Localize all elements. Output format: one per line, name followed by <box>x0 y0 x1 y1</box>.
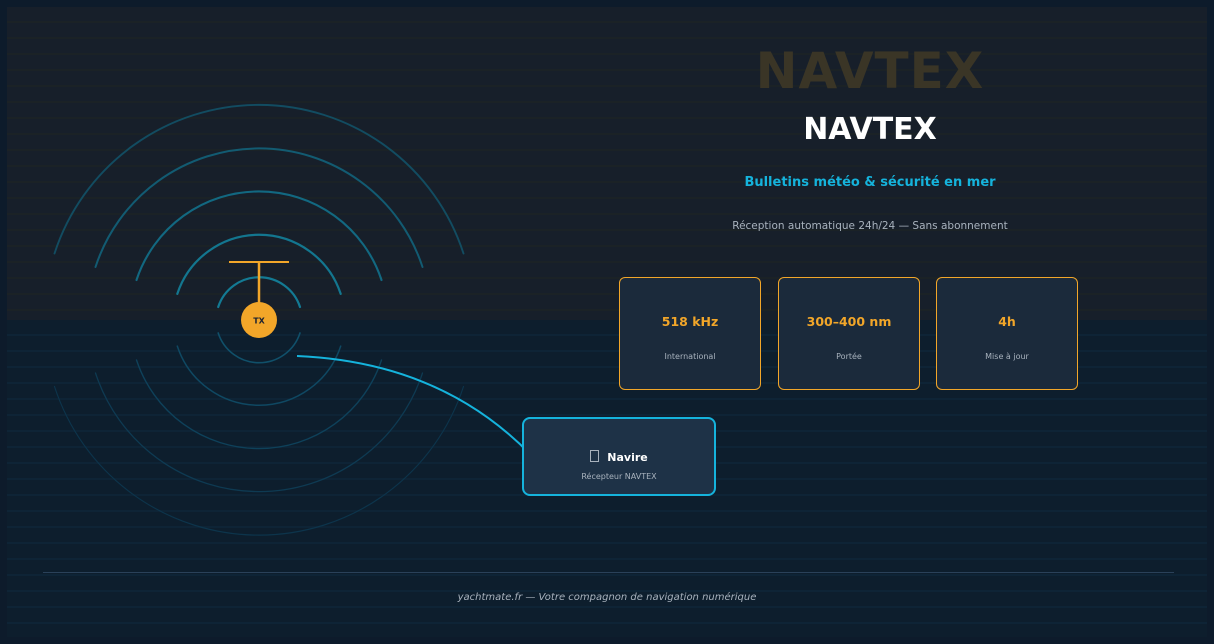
background-watermark-title: NAVTEX <box>755 42 985 100</box>
receiver-node: Navire Récepteur NAVTEX <box>522 417 716 496</box>
page-title: NAVTEX <box>803 112 937 147</box>
stat-value: 300–400 nm <box>806 314 892 329</box>
transmitter-label: TX <box>253 317 265 326</box>
page-subtitle: Bulletins météo & sécurité en mer <box>744 175 996 190</box>
upper-wave-rings <box>53 104 465 309</box>
stat-label: International <box>664 352 716 361</box>
stat-card-range: 300–400 nm Portée <box>778 277 920 390</box>
ship-icon <box>590 450 600 462</box>
stat-card-update: 4h Mise à jour <box>936 277 1078 390</box>
receiver-title: Navire <box>607 451 648 464</box>
stat-label: Portée <box>836 352 862 361</box>
transmitter-node: TX <box>241 302 277 338</box>
footer-divider <box>43 572 1174 573</box>
signal-arrow <box>296 355 532 456</box>
stat-value: 518 kHz <box>661 314 719 329</box>
receiver-subtitle: Récepteur NAVTEX <box>581 472 657 481</box>
stat-card-frequency: 518 kHz International <box>619 277 761 390</box>
sky-background <box>7 7 1207 320</box>
antenna-icon <box>229 261 289 305</box>
lower-wave-rings <box>53 332 465 536</box>
stat-label: Mise à jour <box>985 352 1029 361</box>
stat-value: 4h <box>998 314 1016 329</box>
tagline: Réception automatique 24h/24 — Sans abon… <box>732 220 1008 232</box>
footer-text: yachtmate.fr — Votre compagnon de naviga… <box>457 592 757 603</box>
